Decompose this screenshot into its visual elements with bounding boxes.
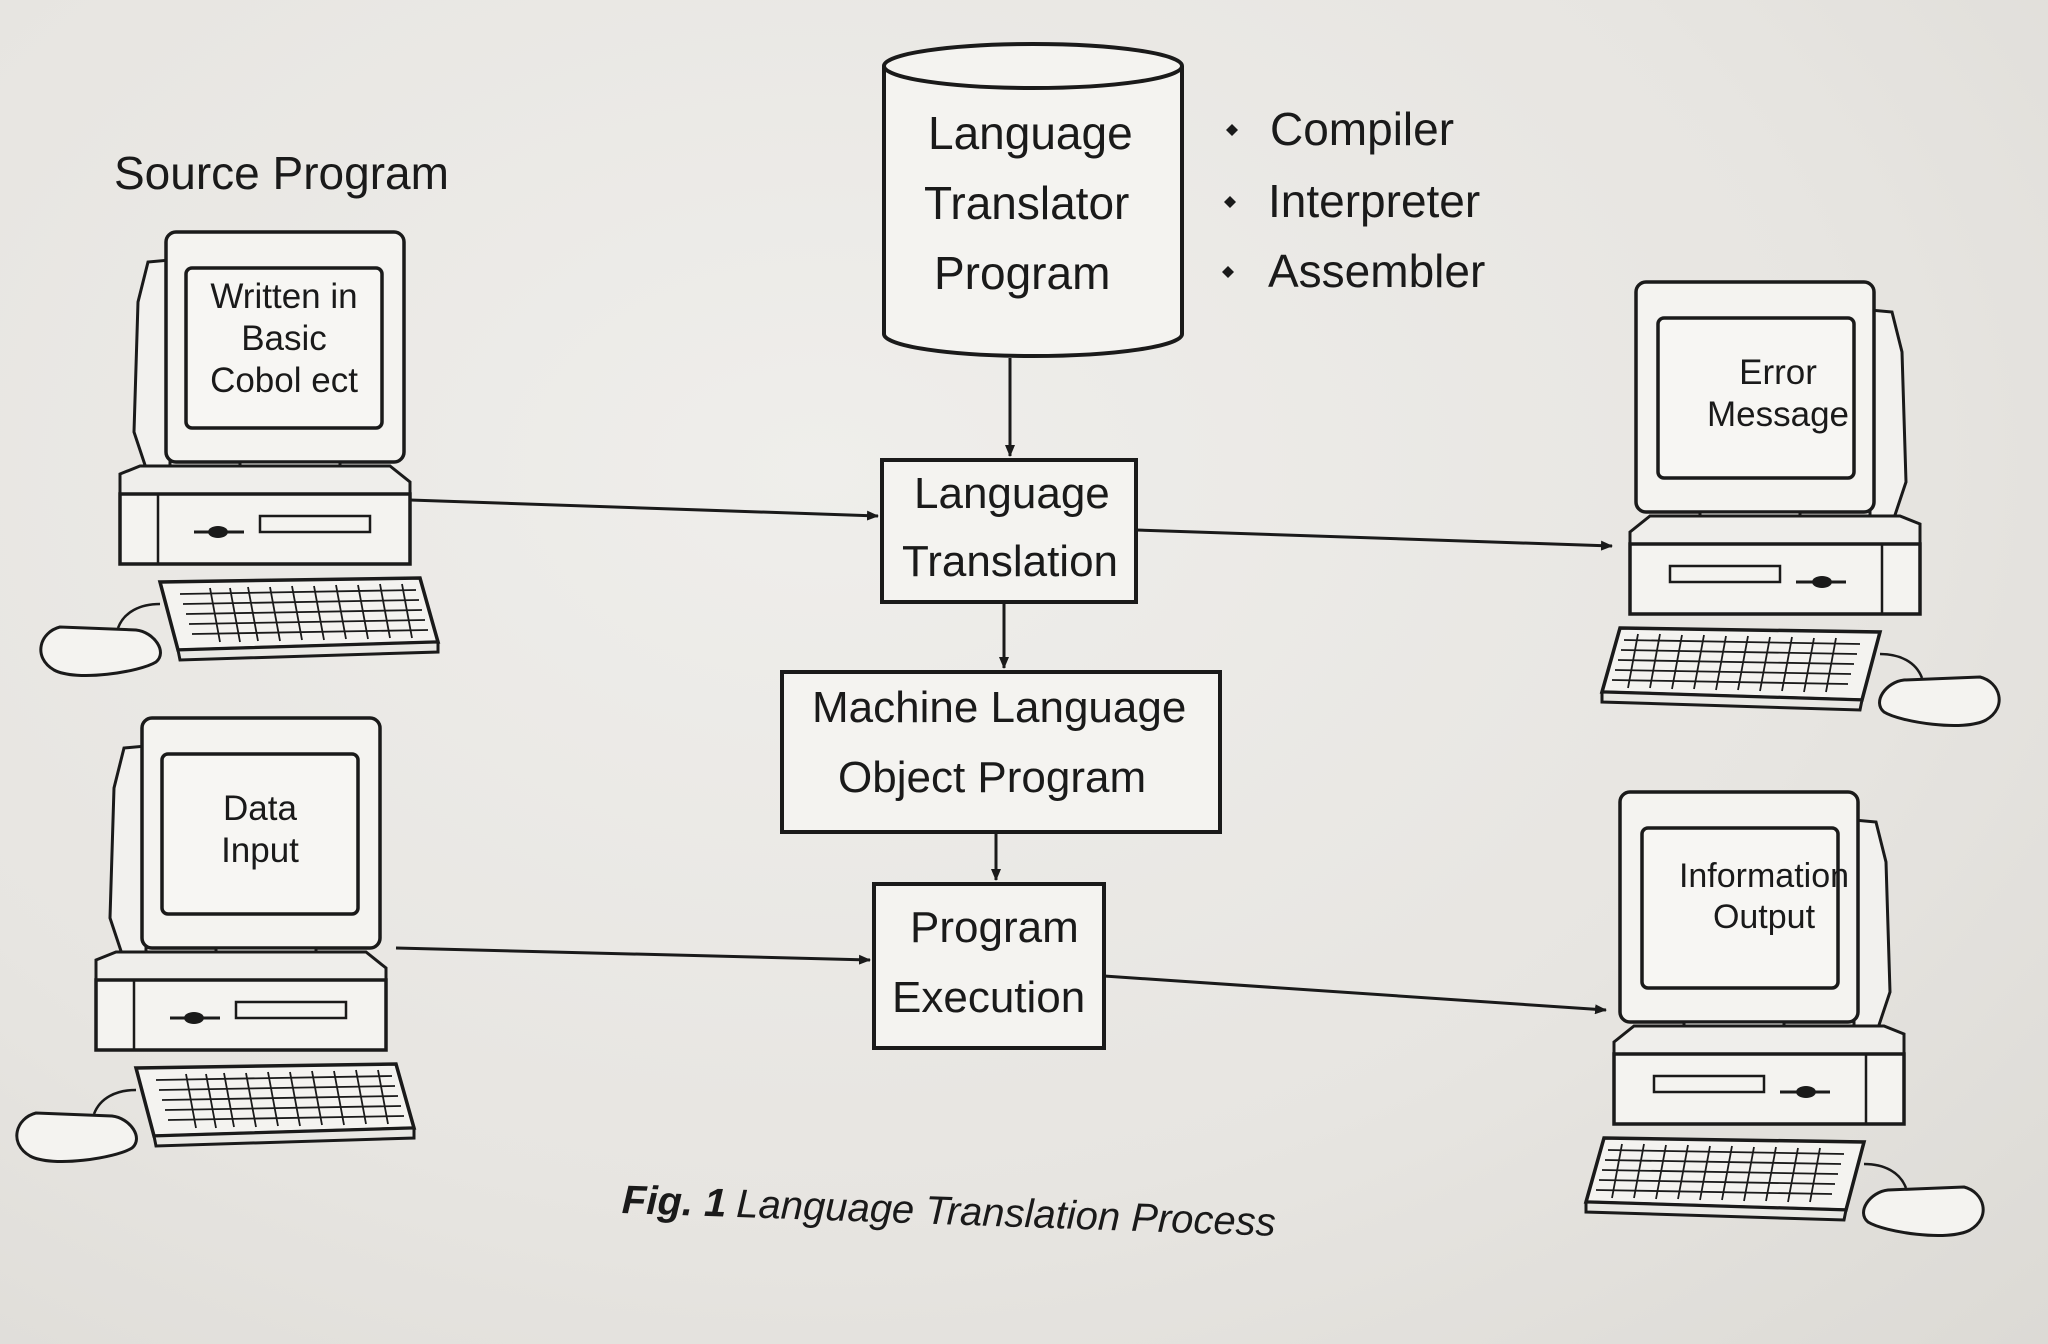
translator-line-3: Program — [934, 250, 1110, 296]
source-screen-text: Written in Basic Cobol ect — [186, 276, 382, 402]
output-screen-line-2: Output — [1648, 897, 1880, 938]
translator-line-1: Language — [928, 110, 1133, 156]
object-line-1: Machine Language — [812, 686, 1186, 730]
arrow-data-to-execution — [396, 948, 870, 960]
execution-line-2: Execution — [892, 976, 1085, 1020]
arrow-translation-to-error — [1136, 530, 1612, 546]
translation-line-2: Translation — [902, 540, 1118, 584]
data-screen-text: Data Input — [162, 788, 358, 872]
data-input-computer — [17, 718, 414, 1161]
error-screen-line-1: Error — [1680, 352, 1876, 394]
type-assembler: Assembler — [1268, 248, 1485, 294]
source-screen-line-3: Cobol ect — [186, 360, 382, 402]
error-screen-line-2: Message — [1680, 394, 1876, 436]
error-computer — [1602, 282, 1999, 725]
translation-line-1: Language — [914, 472, 1110, 516]
translator-line-2: Translator — [924, 180, 1129, 226]
data-screen-line-2: Input — [162, 830, 358, 872]
source-screen-line-1: Written in — [186, 276, 382, 318]
arrow-execution-to-output — [1104, 976, 1606, 1010]
source-screen-line-2: Basic — [186, 318, 382, 360]
output-screen-line-1: Information — [1648, 856, 1880, 897]
data-screen-line-1: Data — [162, 788, 358, 830]
execution-line-1: Program — [910, 906, 1079, 950]
type-interpreter: Interpreter — [1268, 178, 1480, 224]
source-program-label: Source Program — [114, 150, 449, 196]
bullet-marks — [1222, 124, 1238, 278]
type-compiler: Compiler — [1270, 106, 1454, 152]
error-screen-text: Error Message — [1680, 352, 1876, 436]
arrow-source-to-translation — [410, 500, 878, 516]
caption-prefix: Fig. 1 — [621, 1178, 727, 1226]
object-line-2: Object Program — [838, 756, 1146, 800]
output-screen-text: Information Output — [1648, 856, 1880, 938]
